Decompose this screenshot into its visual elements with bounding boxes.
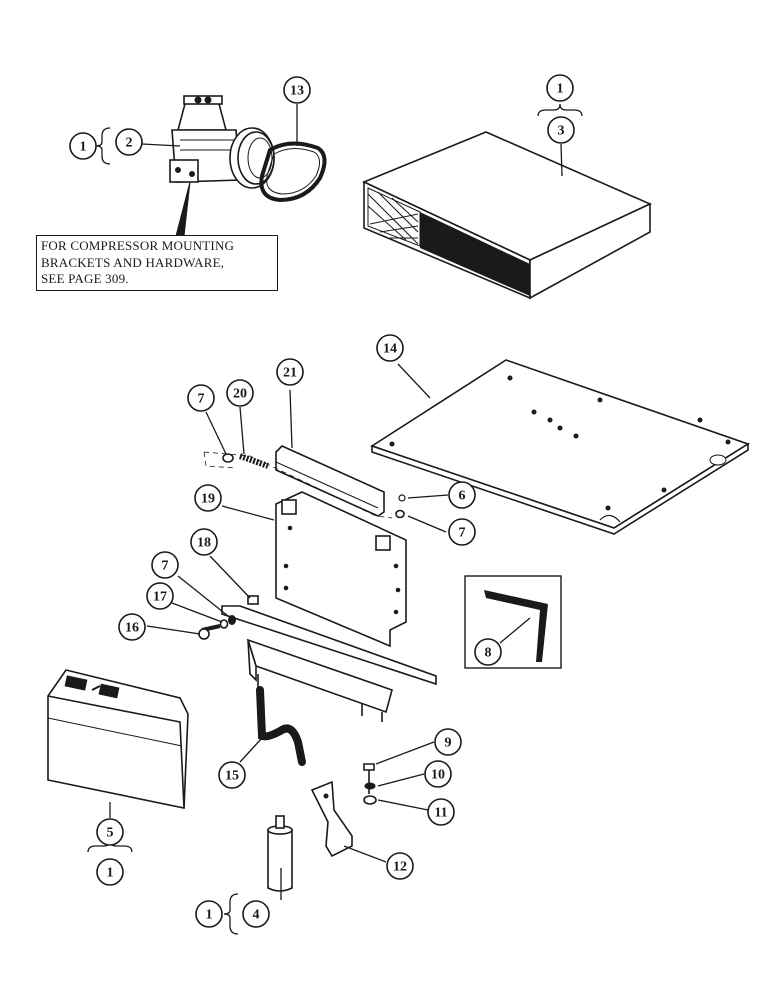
callout-c20: 20	[226, 379, 254, 407]
callout-circle	[187, 384, 215, 412]
compressor-part	[169, 95, 275, 237]
callout-number: 18	[197, 536, 211, 551]
callout-circle	[118, 613, 146, 641]
callout-c6: 6	[448, 481, 476, 509]
callout-circle	[226, 379, 254, 407]
callout-circle	[424, 760, 452, 788]
callout-c2: 2	[115, 128, 143, 156]
callout-circle	[242, 900, 270, 928]
callout-number: 2	[126, 136, 133, 151]
callout-circle	[190, 528, 218, 556]
callout-circle	[146, 582, 174, 610]
hose-part	[256, 686, 306, 766]
callout-c15: 15	[218, 761, 246, 789]
callout-c14: 14	[376, 334, 404, 362]
callout-c12: 12	[386, 852, 414, 880]
callout-number: 7	[198, 392, 205, 407]
callout-number: 5	[107, 826, 114, 841]
callout-circle	[96, 858, 124, 886]
callout-number: 1	[206, 908, 213, 923]
callout-c18: 18	[190, 528, 218, 556]
callout-number: 21	[283, 366, 297, 381]
callout-number: 8	[485, 646, 492, 661]
callout-circle	[546, 74, 574, 102]
callout-c11: 11	[427, 798, 455, 826]
callout-circle	[427, 798, 455, 826]
callout-c1d: 1	[195, 900, 223, 928]
callout-number: 12	[393, 860, 407, 875]
callout-circle	[96, 818, 124, 846]
callout-c16: 16	[118, 613, 146, 641]
callout-number: 19	[201, 492, 215, 507]
callout-number: 1	[80, 140, 87, 155]
note-line-3: SEE PAGE 309.	[41, 271, 129, 286]
leader-lines	[109, 104, 563, 900]
callout-number: 16	[125, 621, 139, 636]
callout-circle	[434, 728, 462, 756]
drier-part	[267, 815, 293, 892]
callout-c3: 3	[547, 116, 575, 144]
cover-box-part	[362, 131, 652, 300]
callout-number: 3	[558, 124, 565, 139]
callout-number: 13	[290, 84, 304, 99]
callout-number: 10	[431, 768, 445, 783]
callout-circle	[195, 900, 223, 928]
callout-c21: 21	[276, 358, 304, 386]
callout-c7c: 7	[151, 551, 179, 579]
callout-circle	[218, 761, 246, 789]
control-box-part	[47, 669, 189, 809]
callout-c7b: 7	[448, 518, 476, 546]
callout-number: 11	[434, 806, 447, 821]
callout-c17: 17	[146, 582, 174, 610]
callout-c1b: 1	[546, 74, 574, 102]
callout-circle	[276, 358, 304, 386]
note-line-2: BRACKETS AND HARDWARE,	[41, 254, 225, 270]
callout-circle	[151, 551, 179, 579]
callout-number: 6	[459, 489, 466, 504]
hardware-parts	[198, 453, 406, 640]
callout-number: 7	[459, 526, 466, 541]
callout-number: 7	[162, 559, 169, 574]
base-plate-part	[370, 359, 750, 535]
callout-c1a: 1	[69, 132, 97, 160]
callout-circle	[376, 334, 404, 362]
callout-circle	[115, 128, 143, 156]
callout-number: 4	[253, 908, 260, 923]
callout-c4: 4	[242, 900, 270, 928]
callout-c19: 19	[194, 484, 222, 512]
callout-c13: 13	[283, 76, 311, 104]
callout-c8: 8	[474, 638, 502, 666]
callout-circle	[448, 518, 476, 546]
callout-c5: 5	[96, 818, 124, 846]
belt-part	[259, 141, 327, 203]
callout-number: 9	[445, 736, 452, 751]
compressor-mounting-note: FOR COMPRESSOR MOUNTING BRACKETS AND HAR…	[36, 235, 278, 291]
callout-c9: 9	[434, 728, 462, 756]
callout-c1c: 1	[96, 858, 124, 886]
callout-circle	[547, 116, 575, 144]
note-line-1: FOR COMPRESSOR MOUNTING	[41, 238, 235, 253]
callout-number: 20	[233, 387, 247, 402]
callout-c10: 10	[424, 760, 452, 788]
callout-number: 1	[557, 82, 564, 97]
callout-circle	[474, 638, 502, 666]
strip-part	[275, 445, 385, 517]
callout-circle	[69, 132, 97, 160]
callout-circle	[283, 76, 311, 104]
callout-circle	[386, 852, 414, 880]
callout-circle	[194, 484, 222, 512]
callout-c7a: 7	[187, 384, 215, 412]
callout-number: 1	[107, 866, 114, 881]
mount-bracket-part	[310, 763, 377, 858]
callout-number: 17	[153, 590, 167, 605]
callout-number: 14	[383, 342, 397, 357]
mounting-bracket-part	[203, 451, 437, 722]
callout-number: 15	[225, 769, 239, 784]
callout-circle	[448, 481, 476, 509]
